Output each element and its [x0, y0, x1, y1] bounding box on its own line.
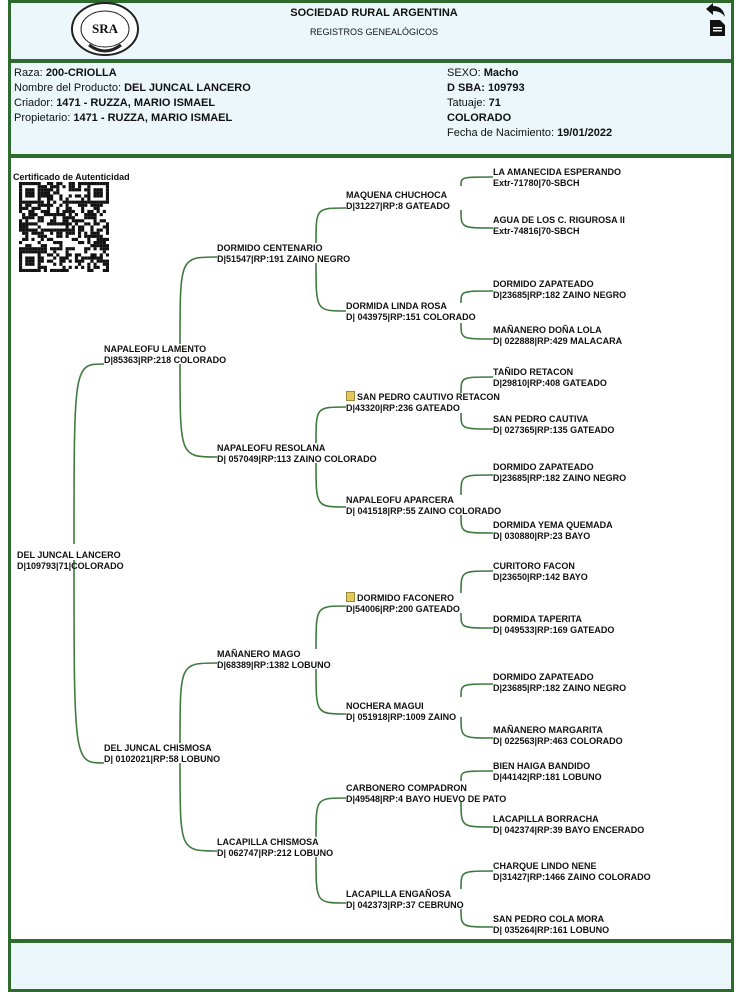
- connector-line: [460, 176, 494, 187]
- connector-line: [179, 662, 218, 744]
- connector-line: [315, 605, 347, 650]
- pedigree-connector-lines: [73, 176, 494, 928]
- connector-line: [179, 256, 218, 345]
- org-title: SOCIEDAD RURAL ARGENTINA: [290, 7, 458, 19]
- criador-row: Criador: 1471 - RUZZA, MARIO ISMAEL: [14, 97, 216, 109]
- connector-line: [460, 870, 494, 890]
- propietario-row: Propietario: 1471 - RUZZA, MARIO ISMAEL: [14, 112, 233, 124]
- connector-line: [315, 797, 347, 838]
- header-bar: SRA SOCIEDAD RURAL ARGENTINA REGISTROS G…: [8, 0, 734, 62]
- sra-logo: SRA: [71, 2, 139, 56]
- svg-text:SRA: SRA: [92, 21, 119, 36]
- raza-row: Raza: 200-CRIOLLA: [14, 67, 117, 79]
- connector-line: [460, 474, 494, 496]
- animal-info-panel: Raza: 200-CRIOLLA Nombre del Producto: D…: [8, 60, 734, 157]
- connector-line: [315, 207, 347, 244]
- connector-line: [460, 290, 494, 304]
- connector-line: [460, 570, 494, 594]
- connector-line: [73, 559, 105, 764]
- connector-line: [460, 514, 494, 534]
- back-arrow-icon[interactable]: [705, 1, 727, 19]
- sba-row: D SBA: 109793: [447, 82, 525, 94]
- document-icon[interactable]: [707, 19, 729, 37]
- connector-line: [460, 800, 494, 828]
- certified-badge-icon: [346, 391, 355, 401]
- pedigree-tree: Certificado de Autenticidad DEL JUNCAL L…: [8, 155, 734, 942]
- connector-line: [179, 762, 218, 852]
- connector-line: [460, 209, 494, 229]
- connector-line: [315, 668, 347, 715]
- connector-line: [460, 716, 494, 739]
- footer-bar: [8, 940, 734, 992]
- connector-line: [315, 856, 347, 904]
- producto-row: Nombre del Producto: DEL JUNCAL LANCERO: [14, 82, 251, 94]
- nacimiento-row: Fecha de Nacimiento: 19/01/2022: [447, 127, 613, 139]
- qr-code-icon[interactable]: [19, 182, 109, 272]
- connector-line: [460, 908, 494, 928]
- connector-line: [315, 462, 347, 508]
- connector-line: [460, 770, 494, 782]
- connector-line: [73, 363, 105, 545]
- connector-line: [315, 262, 347, 312]
- certified-badge-icon: [346, 592, 355, 602]
- connector-line: [179, 363, 218, 458]
- connector-line: [460, 376, 494, 394]
- connector-line: [460, 683, 494, 698]
- color-row: COLORADO: [447, 112, 512, 124]
- sexo-row: SEXO: Macho: [447, 67, 519, 79]
- connector-line: [460, 612, 494, 629]
- tatuaje-row: Tatuaje: 71: [447, 97, 501, 109]
- registry-subtitle: REGISTROS GENEALÓGICOS: [309, 27, 439, 37]
- connector-line: [460, 412, 494, 430]
- certificate-label: Certificado de Autenticidad: [13, 172, 130, 182]
- connector-line: [315, 406, 347, 444]
- connector-line: [460, 322, 494, 340]
